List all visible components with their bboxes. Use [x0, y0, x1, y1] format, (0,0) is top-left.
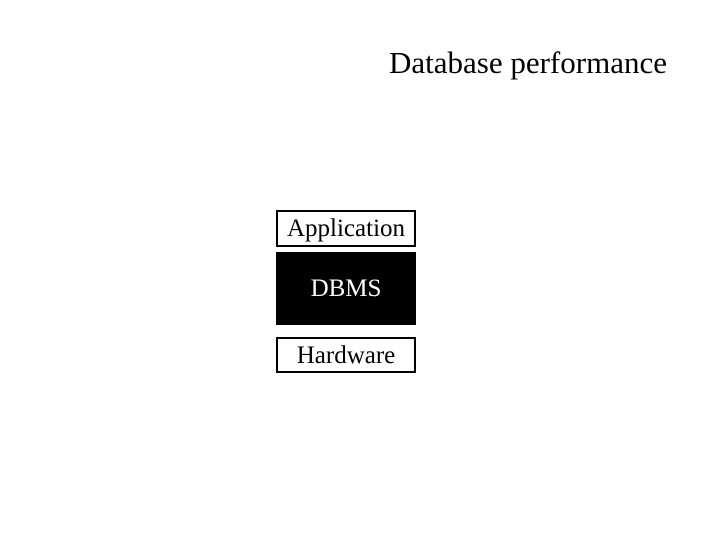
- layer-box-dbms: DBMS: [276, 252, 416, 325]
- layer-label-dbms: DBMS: [310, 275, 382, 302]
- layer-box-application: Application: [276, 210, 416, 247]
- layer-label-application: Application: [286, 215, 406, 242]
- layer-label-hardware: Hardware: [296, 341, 396, 369]
- slide-title: Database performance: [389, 45, 667, 80]
- layer-box-hardware: Hardware: [276, 337, 416, 373]
